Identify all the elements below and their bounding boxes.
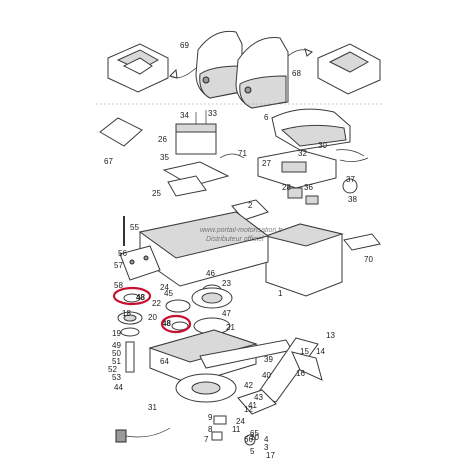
part-label-51: 51	[112, 357, 121, 366]
overview-strip	[96, 30, 384, 109]
cover-68-illustration	[235, 36, 289, 109]
watermark: www.portail-motorisation.fr Distributeur…	[200, 227, 283, 243]
part-label-19: 19	[112, 329, 121, 338]
part-label-14: 14	[316, 347, 325, 356]
part-label-65: 65	[250, 429, 259, 438]
part-label-49: 49	[112, 341, 121, 350]
part-label-45: 45	[164, 289, 173, 298]
part-label-10: 10	[250, 433, 259, 442]
cable-31	[125, 427, 171, 438]
side-plate-57	[119, 245, 161, 281]
part-label-52: 52	[108, 365, 117, 374]
gear-19	[120, 327, 140, 337]
cable-71	[219, 153, 245, 159]
manual-booklet-67	[99, 117, 143, 147]
part-label-53: 53	[112, 373, 121, 382]
part-label-20: 20	[148, 313, 157, 322]
part-label-47: 47	[222, 309, 231, 318]
gear-37	[342, 178, 358, 194]
part-label-8: 8	[208, 425, 213, 434]
part-label-12: 12	[244, 405, 253, 414]
part-label-69: 69	[180, 41, 189, 50]
part-label-5: 5	[250, 447, 255, 456]
watermark-line-2: Distributeur officiel	[206, 236, 264, 243]
main-exploded-view	[99, 108, 381, 446]
part-label-68: 68	[292, 69, 301, 78]
part-label-24: 24	[236, 417, 245, 426]
part-label-42: 42	[244, 381, 253, 390]
part-label-41: 41	[248, 401, 257, 410]
part-label-36: 36	[304, 183, 313, 192]
part-label-3: 3	[264, 443, 269, 452]
part-label-6: 6	[264, 113, 269, 122]
part-label-4: 4	[264, 435, 269, 444]
part-label-21: 21	[226, 323, 235, 332]
part-label-71: 71	[238, 149, 247, 158]
part-label-67: 67	[104, 157, 113, 166]
motor-unit-right-illustration	[317, 43, 381, 95]
part-label-64: 64	[160, 357, 169, 366]
part-label-15: 15	[300, 347, 309, 356]
part-label-44: 44	[114, 383, 123, 392]
cover-69-illustration	[195, 30, 243, 99]
part-label-2: 2	[248, 201, 253, 210]
part-label-16: 16	[296, 369, 305, 378]
part-label-25: 25	[152, 189, 161, 198]
part-label-70: 70	[364, 255, 373, 264]
part-label-48: 48	[136, 293, 145, 302]
part-label-40: 40	[262, 371, 271, 380]
part-label-18: 18	[122, 309, 131, 318]
highlight-ring-upper	[112, 286, 152, 306]
part-label-28: 28	[282, 183, 291, 192]
part-label-26: 26	[158, 135, 167, 144]
part-label-35: 35	[160, 153, 169, 162]
part-label-58: 58	[114, 281, 123, 290]
watermark-line-1: www.portail-motorisation.fr	[200, 227, 283, 234]
motor-unit-left-illustration	[107, 43, 169, 93]
highlight-ring-lower	[160, 314, 192, 334]
part-label-37: 37	[346, 175, 355, 184]
part-label-24: 24	[160, 283, 169, 292]
part-label-22: 22	[152, 299, 161, 308]
part-label-48: 48	[162, 319, 171, 328]
part-label-17: 17	[266, 451, 275, 460]
part-label-1: 1	[278, 289, 283, 298]
part-label-50: 50	[112, 349, 121, 358]
part-label-56: 56	[118, 249, 127, 258]
part-label-43: 43	[254, 393, 263, 402]
part-label-38: 38	[348, 195, 357, 204]
part-label-55: 55	[130, 223, 139, 232]
part-label-13: 13	[326, 331, 335, 340]
part-label-9: 9	[208, 413, 213, 422]
bracket-12	[237, 389, 277, 415]
part-label-7: 7	[204, 435, 209, 444]
part-label-66: 66	[244, 435, 253, 444]
part-label-30: 30	[318, 141, 327, 150]
part-label-32: 32	[298, 149, 307, 158]
part-label-57: 57	[114, 261, 123, 270]
arm-17	[291, 351, 323, 381]
part-label-34: 34	[180, 111, 189, 120]
part-label-39: 39	[264, 355, 273, 364]
arm-3	[255, 337, 319, 403]
part-label-46: 46	[206, 269, 215, 278]
part-label-31: 31	[148, 403, 157, 412]
part-label-27: 27	[262, 159, 271, 168]
part-label-33: 33	[208, 109, 217, 118]
part-label-23: 23	[222, 279, 231, 288]
lever-70	[343, 233, 381, 251]
part-label-11: 11	[232, 425, 241, 434]
gear-22	[165, 299, 191, 313]
